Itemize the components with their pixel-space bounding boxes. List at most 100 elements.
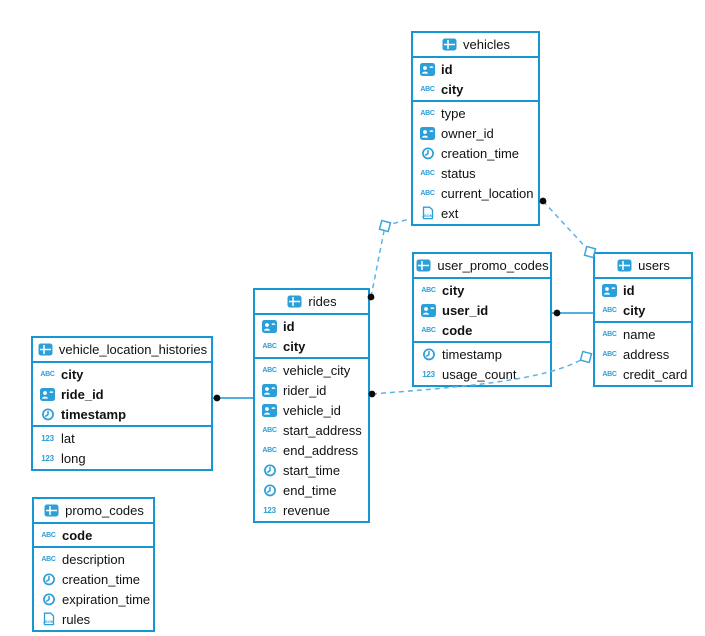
relationship-rides-to-vehicles[interactable] <box>367 218 410 301</box>
column-name: rider_id <box>283 382 327 398</box>
column-name: code <box>442 322 473 338</box>
svg-text:JSON: JSON <box>43 619 54 624</box>
table-name: users <box>638 258 670 273</box>
column-name: timestamp <box>442 346 502 362</box>
column-name: type <box>441 105 466 121</box>
table-row: creation_time <box>413 143 538 163</box>
column-name: city <box>442 282 465 298</box>
table-grid-icon <box>415 259 432 273</box>
column-name: id <box>283 318 295 334</box>
relationship-line[interactable] <box>370 218 410 298</box>
table-grid-icon <box>37 343 54 357</box>
diamond-endpoint-icon <box>579 350 593 364</box>
123-number-icon: 123 <box>263 505 276 515</box>
relationship-user_promo_codes-to-users[interactable] <box>552 309 593 317</box>
table-row: 123 revenue <box>255 500 368 520</box>
table-name: promo_codes <box>65 503 144 518</box>
column-name: revenue <box>283 502 330 518</box>
json-document-icon: JSON <box>419 206 436 220</box>
id-badge-icon <box>419 62 436 76</box>
relationship-line[interactable] <box>542 200 591 253</box>
id-badge-icon <box>39 387 56 401</box>
table-grid-icon <box>43 504 60 518</box>
relationship-vehicle_location_histories-to-rides[interactable] <box>213 394 253 402</box>
column-name: status <box>441 165 476 181</box>
123-number-icon: 123 <box>422 369 435 379</box>
column-name: end_time <box>283 482 337 498</box>
abc-text-icon: ABC <box>420 109 435 117</box>
table-row: vehicle_id <box>255 400 368 420</box>
table-name: vehicle_location_histories <box>58 342 208 357</box>
column-name: city <box>61 366 84 382</box>
abc-text-icon: ABC <box>602 370 617 378</box>
table-header[interactable]: vehicles <box>413 33 538 58</box>
column-name: credit_card <box>623 366 688 382</box>
table-grid-icon <box>441 38 458 52</box>
table-name: vehicles <box>463 37 510 52</box>
abc-text-icon: ABC <box>420 169 435 177</box>
column-name: ride_id <box>61 386 104 402</box>
123-number-icon: 123 <box>41 453 54 463</box>
clock-icon <box>261 483 278 497</box>
id-badge-icon <box>420 303 437 317</box>
table-header[interactable]: promo_codes <box>34 499 153 524</box>
column-name: vehicle_id <box>283 402 341 418</box>
table-row: ride_id <box>33 384 211 404</box>
primary-key-section: ABC city user_id ABC code <box>414 279 550 341</box>
clock-icon <box>39 407 56 421</box>
column-name: creation_time <box>62 571 141 587</box>
table-header[interactable]: vehicle_location_histories <box>33 338 211 363</box>
table-header[interactable]: users <box>595 254 691 279</box>
column-name: timestamp <box>61 406 127 422</box>
id-badge-icon <box>419 126 436 140</box>
abc-text-icon: ABC <box>262 342 277 350</box>
svg-text:JSON: JSON <box>422 213 433 218</box>
column-name: name <box>623 326 656 342</box>
table-row: ABC status <box>413 163 538 183</box>
abc-text-icon: ABC <box>421 286 436 294</box>
table-row: timestamp <box>33 404 211 424</box>
clock-icon <box>40 592 57 606</box>
column-name: id <box>441 61 453 77</box>
table-header[interactable]: user_promo_codes <box>414 254 550 279</box>
relationship-vehicles-to-users[interactable] <box>539 197 597 259</box>
table-row: start_time <box>255 460 368 480</box>
table-grid-icon <box>616 259 633 273</box>
table-row: id <box>595 280 691 300</box>
column-name: code <box>62 527 93 543</box>
table-row: end_time <box>255 480 368 500</box>
table-header[interactable]: rides <box>255 290 368 315</box>
abc-text-icon: ABC <box>602 350 617 358</box>
column-name: lat <box>61 430 75 446</box>
column-name: user_id <box>442 302 489 318</box>
table-row: ABC city <box>414 280 550 300</box>
abc-text-icon: ABC <box>41 555 56 563</box>
abc-text-icon: ABC <box>262 366 277 374</box>
dot-endpoint-icon <box>213 394 221 402</box>
dot-endpoint-icon <box>553 309 561 317</box>
abc-text-icon: ABC <box>40 370 55 378</box>
primary-key-section: ABC city ride_id timestamp <box>33 363 211 425</box>
